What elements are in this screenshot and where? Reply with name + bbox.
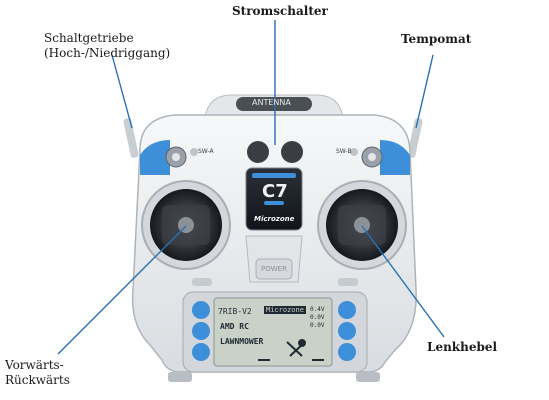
- right-menu-buttons: [338, 301, 356, 361]
- foot-left: [168, 372, 192, 382]
- callout-schaltgetriebe-line2: (Hoch-/Niedriggang): [44, 46, 171, 60]
- switch-right: [350, 146, 383, 168]
- callout-tempomat: Tempomat: [401, 32, 472, 46]
- power-area: [245, 235, 303, 283]
- left-antenna-stub: [123, 118, 139, 158]
- center-knobs: [247, 141, 303, 163]
- right-stick-well: [317, 180, 407, 270]
- callout-vorwaerts-rueckwaerts: Vorwärts- Rückwärts: [5, 358, 70, 388]
- trim-left: [192, 278, 212, 286]
- callout-lines: [57, 20, 445, 355]
- callout-schaltgetriebe-line1: Schaltgetriebe: [44, 31, 134, 45]
- callout-schaltgetriebe: Schaltgetriebe (Hoch-/Niedriggang): [44, 31, 170, 61]
- sw-b-label: SW-B: [336, 148, 352, 155]
- right-antenna-stub: [407, 118, 423, 158]
- callout-lenkhebel: Lenkhebel: [427, 340, 498, 354]
- lcd-batt-3: 0.0V: [310, 322, 325, 329]
- callout-vorwaerts-line2: Rückwärts: [5, 373, 70, 387]
- lcd-line-lawnmower: LAWNMOWER: [220, 337, 264, 346]
- lcd-brand: Microzone: [264, 306, 306, 314]
- callout-stromschalter: Stromschalter: [232, 4, 328, 18]
- trim-right: [338, 278, 358, 286]
- lcd-panel: [182, 291, 368, 373]
- display-model: C7: [262, 181, 288, 202]
- lcd-batt-2: 0.0V: [310, 314, 325, 321]
- lcd-car-graphic: [258, 339, 324, 361]
- lcd-batt-1: 0.4V: [310, 306, 325, 313]
- power-label: POWER: [261, 265, 287, 273]
- foot-right: [356, 372, 380, 382]
- left-menu-buttons: [192, 301, 210, 361]
- callout-vorwaerts-line1: Vorwärts-: [5, 358, 64, 372]
- antenna-housing: [204, 94, 344, 119]
- antenna-label: ANTENNA: [252, 98, 291, 107]
- sw-a-label: SW-A: [198, 148, 214, 155]
- left-stick-well: [141, 180, 231, 270]
- center-display: [245, 167, 303, 231]
- display-brand: Microzone: [254, 215, 295, 223]
- lcd-model-code: 7RIB-V2: [218, 307, 252, 316]
- switch-left: [165, 146, 198, 168]
- lcd-line-amd: AMD RC: [220, 322, 249, 331]
